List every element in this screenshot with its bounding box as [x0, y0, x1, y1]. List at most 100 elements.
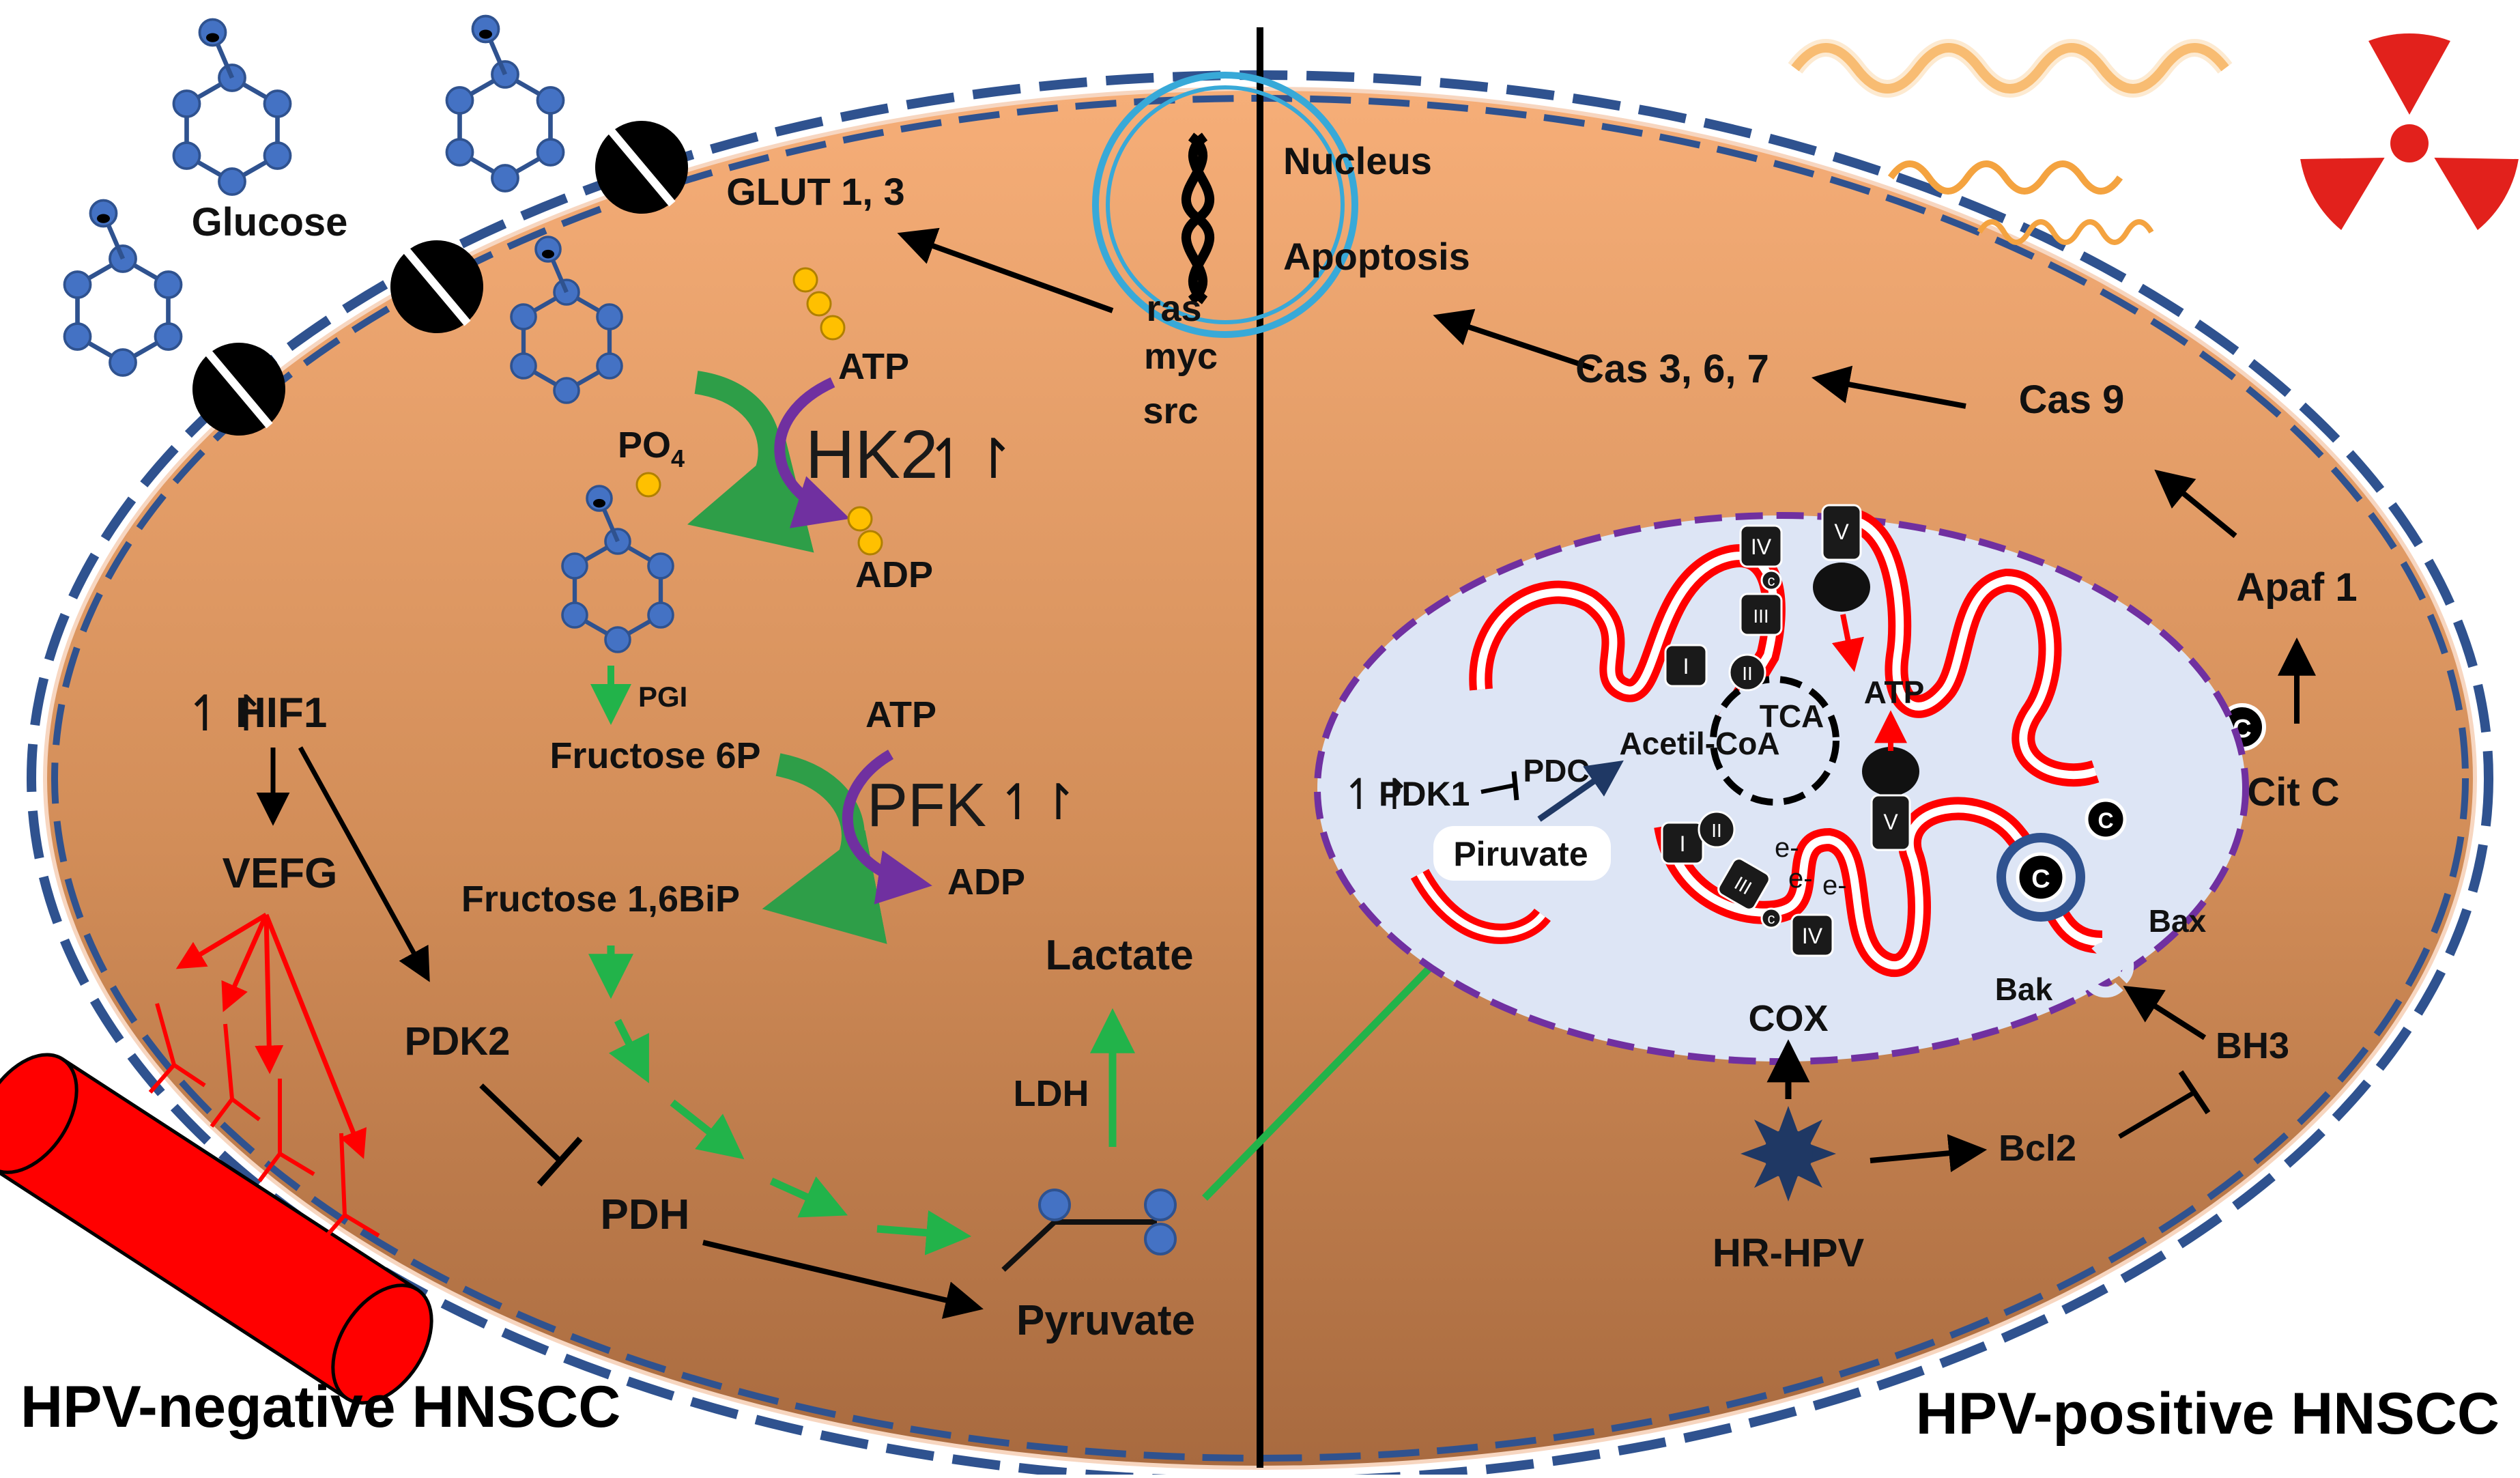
adp-phosphate-icon: [847, 506, 883, 556]
svg-text:IV: IV: [1802, 924, 1823, 948]
atp-synthase-arrow: [1831, 614, 1865, 672]
apoptosis-label: Apoptosis: [1283, 235, 1470, 278]
pfk-adp-label: ADP: [947, 862, 1025, 903]
svg-text:IV: IV: [1751, 535, 1772, 559]
glut-label: GLUT 1, 3: [726, 170, 904, 213]
bh3-label: BH3: [2216, 1025, 2289, 1066]
po4-label: PO4: [618, 425, 685, 472]
bh3-to-bax-arrow: [2123, 985, 2207, 1040]
nucleus-ring-inner: [1106, 85, 1345, 324]
src-label: src: [1143, 390, 1198, 431]
svg-text:C: C: [2097, 808, 2113, 833]
bcl2-label: Bcl2: [1999, 1128, 2076, 1169]
bax-bak-icon: [2080, 941, 2134, 998]
hif1-up-arrows: ↿↾: [184, 687, 267, 741]
atp-phosphate-icon: [792, 267, 846, 341]
tca-cycle: [1710, 676, 1839, 806]
vegf-arrows: [175, 912, 367, 1159]
hif1-label: HIF1: [235, 690, 327, 737]
svg-text:I: I: [1680, 832, 1686, 856]
glucose-molecule-icon: [64, 201, 181, 376]
piruvate-box: [1433, 826, 1611, 881]
complex-i-lower-icon: I: [1661, 821, 1704, 865]
acetil-coa-label: Acetil-CoA: [1619, 726, 1779, 761]
complex-c-icon: c: [1760, 569, 1782, 591]
hk-atp-label: ATP: [838, 346, 909, 387]
fructose-16bip-label: Fructose 1,6BiP: [461, 879, 740, 920]
nucleus-label: Nucleus: [1283, 139, 1432, 182]
mito-atp-label: ATP: [1864, 674, 1925, 710]
blood-vessel-icon: [0, 1003, 433, 1405]
complex-ii-lower-icon: II: [1698, 810, 1736, 849]
pyruvate-label: Pyruvate: [1016, 1297, 1195, 1344]
electron-label: e-: [1788, 864, 1813, 894]
glucose-molecule-icon: [174, 19, 291, 195]
cas9-label: Cas 9: [2019, 378, 2125, 422]
piruvate-label: Piruvate: [1453, 835, 1588, 873]
cas367-to-apoptosis-arrow: [1433, 309, 1595, 371]
cox-label: COX: [1748, 998, 1828, 1039]
myc-label: myc: [1144, 336, 1218, 377]
complex-iv-lower-icon: IV: [1790, 913, 1834, 957]
pdk2-inhibit-line: [479, 1083, 562, 1163]
hk2-label: HK2: [805, 416, 939, 493]
pdk1-inhibit-line: [1480, 783, 1516, 794]
svg-text:II: II: [1742, 663, 1753, 684]
svg-text:V: V: [1883, 810, 1898, 834]
pgi-label: PGI: [638, 681, 687, 713]
bcl2-inhibit-line: [2118, 1090, 2196, 1139]
pdc-label: PDC: [1523, 753, 1589, 788]
bcl2-inhibit-bar: [2178, 1070, 2211, 1115]
hpv-to-bcl2-arrow: [1870, 1134, 1988, 1173]
pdk2-inhibit-bar: [536, 1136, 583, 1187]
pyruvate-molecule-icon: [1001, 1189, 1177, 1272]
pfk-atp-label: ATP: [865, 694, 936, 735]
electron-label: e-: [1822, 870, 1847, 900]
uv-wave-icon: [1788, 39, 2233, 245]
complex-i-icon: I: [1664, 644, 1708, 687]
cas9-to-cas367-arrow: [1811, 365, 1966, 409]
lactate-label: Lactate: [1045, 932, 1193, 979]
svg-text:c: c: [1768, 572, 1775, 589]
dna-helix-icon: [1181, 132, 1215, 304]
phosphate-icon: [635, 472, 661, 498]
hk-adp-label: ADP: [855, 554, 933, 595]
glut-transporter-icon: [390, 240, 483, 333]
svg-text:V: V: [1834, 520, 1849, 544]
citc-label: Cit C: [2247, 770, 2339, 814]
tca-label: TCA: [1760, 698, 1824, 734]
pdk1-inhibit-bar: [1511, 771, 1519, 801]
fructose-6p-label: Fructose 6P: [549, 735, 760, 776]
complex-v-icon: V: [1813, 504, 1870, 612]
complex-ii-icon: II: [1728, 653, 1766, 692]
complex-iv-icon: IV: [1739, 524, 1783, 568]
complex-iii-lower-icon: III: [1715, 855, 1773, 913]
cas367-label: Cas 3, 6, 7: [1575, 347, 1769, 391]
pfk-up-arrows: ↿↾: [997, 776, 1079, 830]
pfk-label: PFK: [867, 771, 986, 840]
pdh-to-pyruvate-arrow: [702, 1240, 984, 1319]
complex-c-lower-icon: c: [1760, 907, 1782, 929]
hif1-to-pdk2-arrow: [298, 746, 430, 982]
vefg-label: VEFG: [223, 850, 338, 897]
glucose-label: Glucose: [192, 200, 348, 244]
glycolysis-arrow-chain: [588, 946, 972, 1255]
hk2-green-arc: [687, 371, 814, 553]
svg-text:c: c: [1768, 910, 1775, 927]
pdk1-label: PDK1: [1379, 775, 1470, 813]
apaf1-to-cas9-arrow: [2154, 469, 2237, 539]
ras-label: ras: [1146, 288, 1201, 329]
svg-text:C: C: [2031, 865, 2050, 894]
hk2-up-arrows: ↿↾: [925, 429, 1016, 489]
complex-iii-icon: III: [1739, 593, 1783, 636]
bax-label: Bax: [2149, 903, 2207, 939]
complex-v-lower-icon: V: [1862, 747, 1919, 851]
glut-transporter-icon: [595, 121, 688, 214]
svg-text:I: I: [1683, 654, 1689, 679]
hpv-negative-caption: HPV-negative HNSCC: [20, 1374, 620, 1440]
hpv-positive-caption: HPV-positive HNSCC: [1916, 1381, 2500, 1447]
ras-to-glut-arrow: [897, 227, 1114, 313]
pdc-to-acetilcoa-arrow: [1537, 760, 1624, 822]
glut-transporter-icon: [192, 343, 285, 436]
